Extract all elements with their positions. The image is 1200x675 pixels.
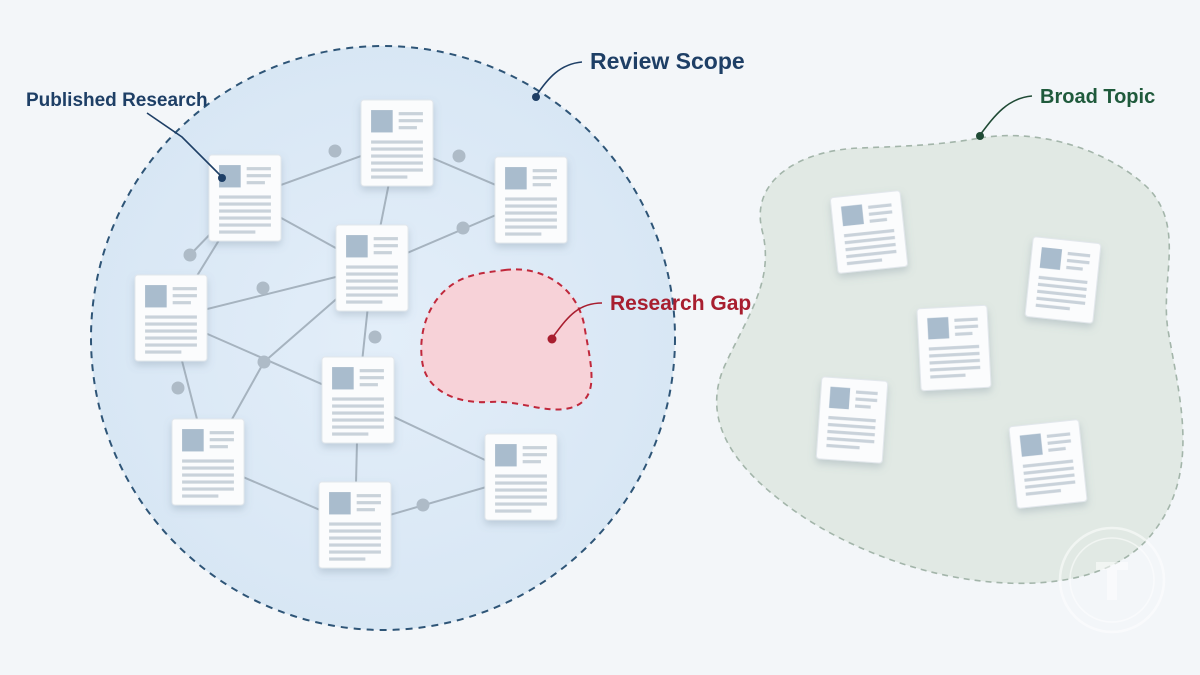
document-icon bbox=[171, 418, 245, 506]
document-icon bbox=[318, 481, 392, 569]
broad-topic-leader bbox=[979, 95, 1033, 136]
research-gap-leader bbox=[551, 302, 603, 339]
review-scope-label: Review Scope bbox=[590, 48, 745, 74]
document-icon bbox=[208, 154, 282, 242]
network-nodes bbox=[171, 144, 470, 512]
scope-documents bbox=[134, 99, 568, 569]
document-icon bbox=[815, 376, 889, 464]
review-scope-leader bbox=[535, 61, 583, 97]
document-icon bbox=[916, 304, 992, 392]
logo-watermark-icon bbox=[1058, 526, 1166, 634]
research-gap-label: Research Gap bbox=[610, 292, 751, 315]
document-icon bbox=[134, 274, 208, 362]
document-icon bbox=[484, 433, 558, 521]
published-research-leader bbox=[146, 112, 223, 178]
document-icon bbox=[1024, 236, 1102, 324]
published-research-label: Published Research bbox=[26, 90, 208, 111]
document-icon bbox=[494, 156, 568, 244]
research-gap-region bbox=[420, 268, 593, 411]
review-scope-marker bbox=[532, 93, 540, 101]
document-icon bbox=[360, 99, 434, 187]
document-icon bbox=[335, 224, 409, 312]
document-icon bbox=[321, 356, 395, 444]
published-research-marker bbox=[218, 174, 226, 182]
topic-documents bbox=[815, 190, 1102, 509]
document-icon bbox=[830, 190, 908, 274]
broad-topic-label: Broad Topic bbox=[1040, 86, 1155, 108]
research-gap-marker bbox=[547, 334, 557, 344]
broad-topic-marker bbox=[976, 132, 984, 140]
document-icon bbox=[1008, 419, 1088, 509]
